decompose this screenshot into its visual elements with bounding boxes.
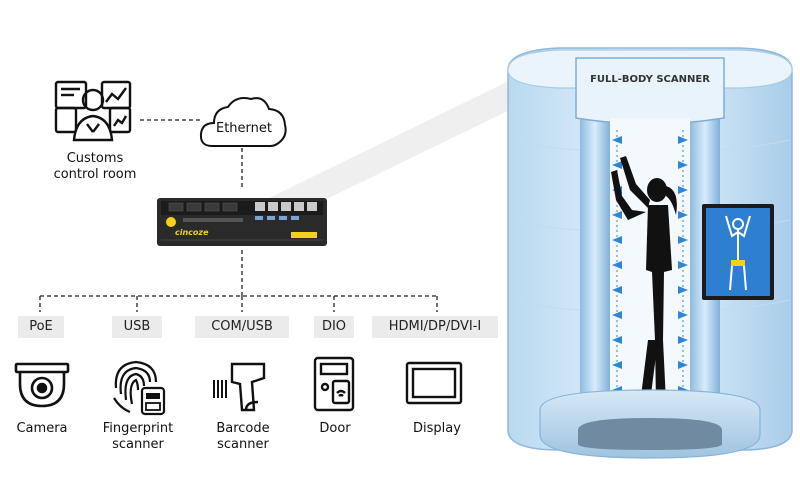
device-label-display: Display — [413, 421, 461, 436]
ethernet-cloud-icon — [198, 92, 290, 150]
device-label-door: Door — [319, 421, 351, 436]
display-icon — [404, 360, 464, 406]
port-tag-dio: DIO — [314, 316, 354, 338]
camera-icon — [12, 360, 72, 412]
port-tag-usb: USB — [112, 316, 162, 338]
port-tag-com-usb: COM/USB — [195, 316, 289, 338]
ethernet-label: Ethernet — [216, 121, 272, 136]
port-tag-poe: PoE — [18, 316, 64, 338]
device-label-barcode-line1: Barcode — [216, 421, 270, 436]
scanner-title: FULL-BODY SCANNER — [590, 74, 710, 85]
barcode-scanner-icon — [210, 358, 270, 414]
embedded-computer — [157, 192, 327, 252]
full-body-scanner — [500, 40, 800, 500]
fingerprint-scanner-icon — [108, 358, 168, 416]
port-tag-hdmi: HDMI/DP/DVI-I — [372, 316, 498, 338]
door-icon — [311, 355, 357, 413]
device-label-camera: Camera — [16, 421, 68, 436]
control-room-label-line2: control room — [53, 167, 137, 182]
control-room-label-line1: Customs — [66, 151, 124, 166]
control-room-icon — [52, 78, 134, 146]
device-label-fingerprint-line2: scanner — [112, 437, 164, 452]
device-label-barcode-line2: scanner — [217, 437, 269, 452]
computer-brand-label: cincoze — [175, 228, 209, 237]
device-label-fingerprint-line1: Fingerprint — [102, 421, 174, 436]
